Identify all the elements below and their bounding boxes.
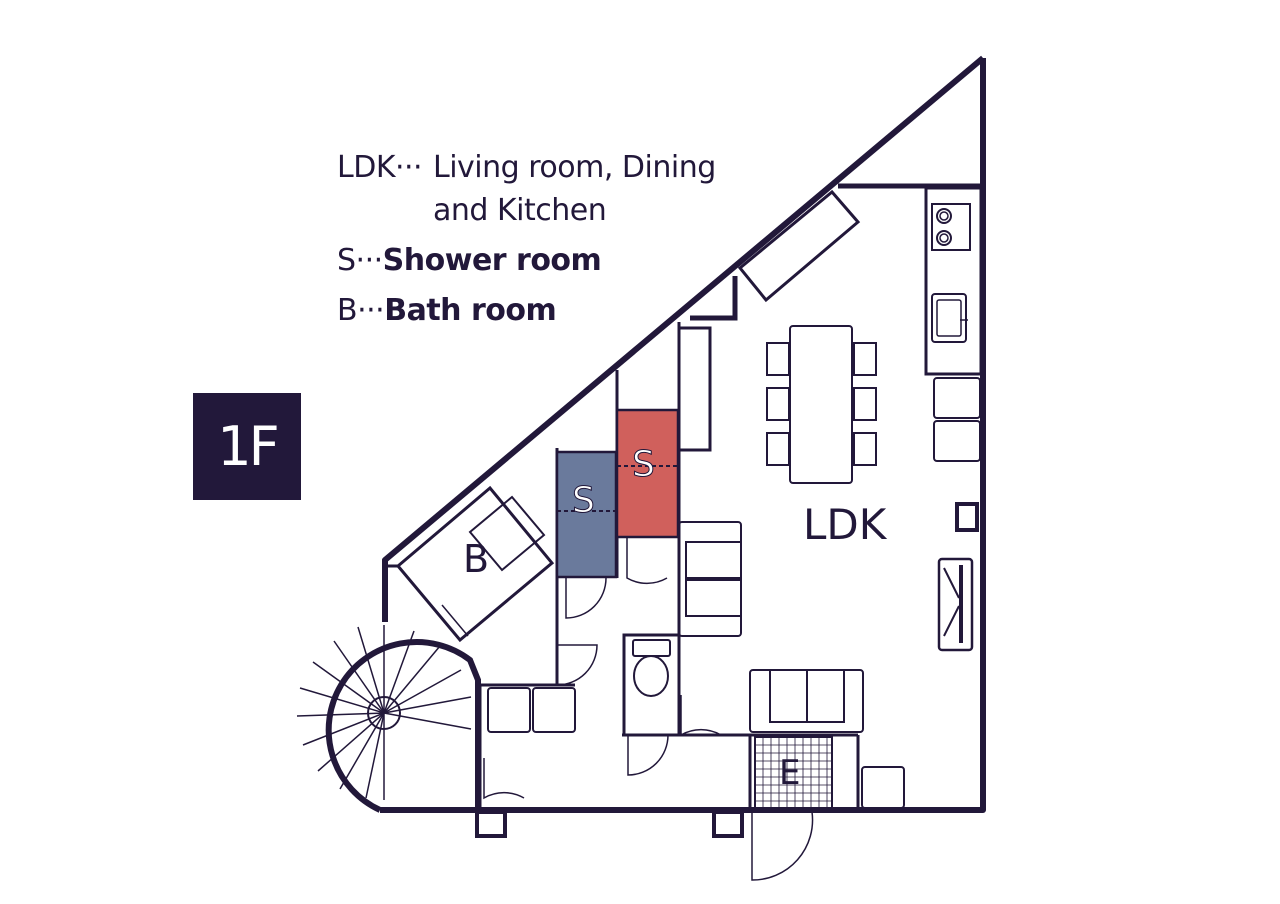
- storage-lower: [933, 420, 981, 462]
- column-bottom-2: [712, 810, 744, 838]
- legend-ldk-key: LDK···: [337, 150, 423, 185]
- legend-shower-key: S···: [337, 243, 383, 278]
- toilet-icon: [632, 639, 671, 697]
- dining-table-icon: [766, 325, 877, 484]
- legend-shower: S···Shower room: [337, 243, 602, 278]
- entrance-tiles: [754, 736, 833, 809]
- room-label-shower-2: S: [632, 444, 656, 486]
- diagonal-window: [737, 189, 861, 303]
- legend-ldk-value-line2: and Kitchen: [433, 193, 607, 228]
- sofa-icon: [678, 521, 742, 637]
- closet: [677, 326, 712, 452]
- shoe-cabinet: [861, 766, 905, 809]
- legend-bath: B···Bath room: [337, 293, 557, 328]
- legend-ldk-value-line1: Living room, Dining: [433, 150, 716, 185]
- legend-bath-value: Bath room: [384, 293, 557, 328]
- storage-upper: [933, 377, 981, 419]
- sofa-bottom: [749, 669, 864, 733]
- stair-wall: [383, 564, 398, 622]
- wash-counter-1: [487, 687, 531, 733]
- legend-ldk: LDK··· Living room, Dining: [337, 150, 716, 185]
- room-label-shower-1: S: [572, 480, 596, 522]
- tv-icon: [937, 557, 974, 652]
- toilet-room: [622, 633, 681, 737]
- floor-badge: 1F: [193, 393, 301, 500]
- shower-room-2: [615, 408, 680, 539]
- column-bottom-1: [475, 810, 507, 838]
- doors: [441, 538, 814, 881]
- sink-icon: [931, 293, 968, 343]
- kitchen-counter: [924, 186, 983, 376]
- duct: [690, 276, 738, 321]
- legend-bath-key: B···: [337, 293, 385, 328]
- wash-counter-2: [532, 687, 576, 733]
- room-label-entrance: E: [779, 753, 801, 793]
- column: [955, 502, 979, 532]
- stove-icon: [931, 203, 971, 251]
- room-label-ldk: LDK: [803, 500, 887, 549]
- spiral-staircase-icon: [296, 625, 481, 813]
- legend-shower-value: Shower room: [382, 243, 602, 278]
- room-label-bath: B: [463, 537, 490, 581]
- bathtub-icon: [395, 485, 555, 643]
